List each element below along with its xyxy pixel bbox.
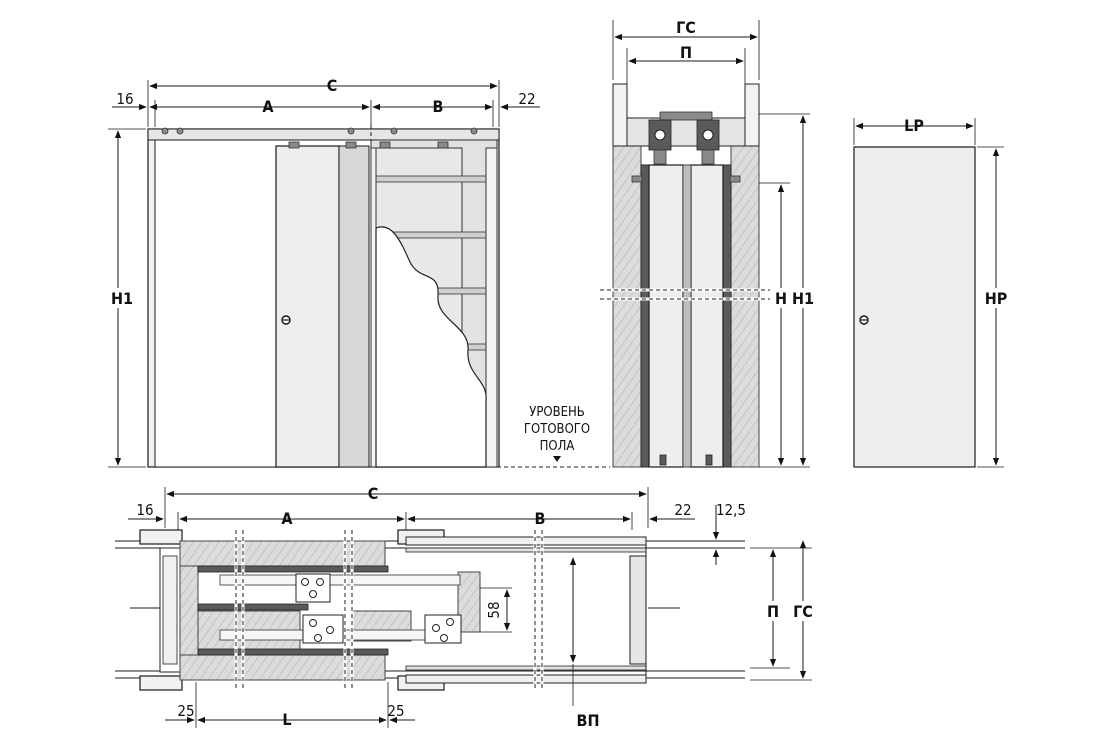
plan-hardware bbox=[295, 573, 462, 644]
front-dim-16: 16 bbox=[116, 90, 133, 108]
floor-note-line3: ПОЛА bbox=[540, 439, 575, 454]
section-wall-right bbox=[730, 144, 760, 468]
floor-note-line2: ГОТОВОГО bbox=[524, 422, 590, 437]
door-leaf-view: LP HP bbox=[853, 116, 1012, 468]
section-dim-p: П bbox=[680, 43, 692, 62]
front-dim-h1: H1 bbox=[111, 289, 133, 308]
section-dim-gc: ГС bbox=[676, 18, 696, 37]
door-dim-lp: LP bbox=[904, 116, 924, 135]
finished-floor-note: УРОВЕНЬ ГОТОВОГО ПОЛА bbox=[524, 405, 590, 462]
front-dim-b: B bbox=[433, 97, 444, 116]
plan-dim-c: C bbox=[368, 484, 379, 503]
section-view: ГС П H H1 bbox=[600, 18, 814, 468]
plan-dim-25-right: 25 bbox=[387, 702, 404, 720]
cutaway-edge bbox=[375, 226, 487, 468]
plan-break-lines bbox=[234, 530, 544, 690]
front-door-leaf bbox=[275, 145, 340, 468]
plan-dim-p: П bbox=[767, 602, 779, 621]
plan-dim-b: B bbox=[535, 509, 546, 528]
plan-dim-a: A bbox=[281, 509, 293, 528]
plan-view: C A B 16 22 12,5 58 П ГС ВП bbox=[115, 484, 814, 730]
plan-dim-l: L bbox=[282, 710, 291, 729]
plan-dim-12-5: 12,5 bbox=[716, 501, 746, 519]
plan-dim-25-left: 25 bbox=[177, 702, 194, 720]
floor-note-line1: УРОВЕНЬ bbox=[529, 405, 585, 420]
section-dim-h1: H1 bbox=[792, 289, 814, 308]
front-dim-c: C bbox=[327, 76, 338, 95]
section-dim-h: H bbox=[775, 289, 787, 308]
top-rail bbox=[147, 128, 500, 141]
plan-wood-top bbox=[179, 540, 386, 567]
track-trolleys bbox=[648, 119, 720, 165]
plan-dim-58: 58 bbox=[485, 601, 503, 618]
plan-dim-gc: ГС bbox=[793, 602, 813, 621]
plan-dim-16: 16 bbox=[136, 501, 153, 519]
plan-dim-vp: ВП bbox=[576, 711, 599, 730]
front-dim-22: 22 bbox=[518, 90, 535, 108]
plan-dim-22: 22 bbox=[674, 501, 691, 519]
rail-bolts bbox=[161, 127, 478, 135]
door-leaf-handle-icon bbox=[859, 315, 869, 325]
door-dim-hp: HP bbox=[985, 289, 1008, 308]
plan-wood-bottom bbox=[179, 654, 386, 681]
section-wall-left bbox=[612, 144, 642, 468]
front-view: C A B 16 22 H1 bbox=[106, 76, 610, 468]
door-leaf bbox=[853, 146, 976, 468]
front-dim-a: A bbox=[262, 97, 274, 116]
door-handle-icon bbox=[281, 315, 291, 325]
